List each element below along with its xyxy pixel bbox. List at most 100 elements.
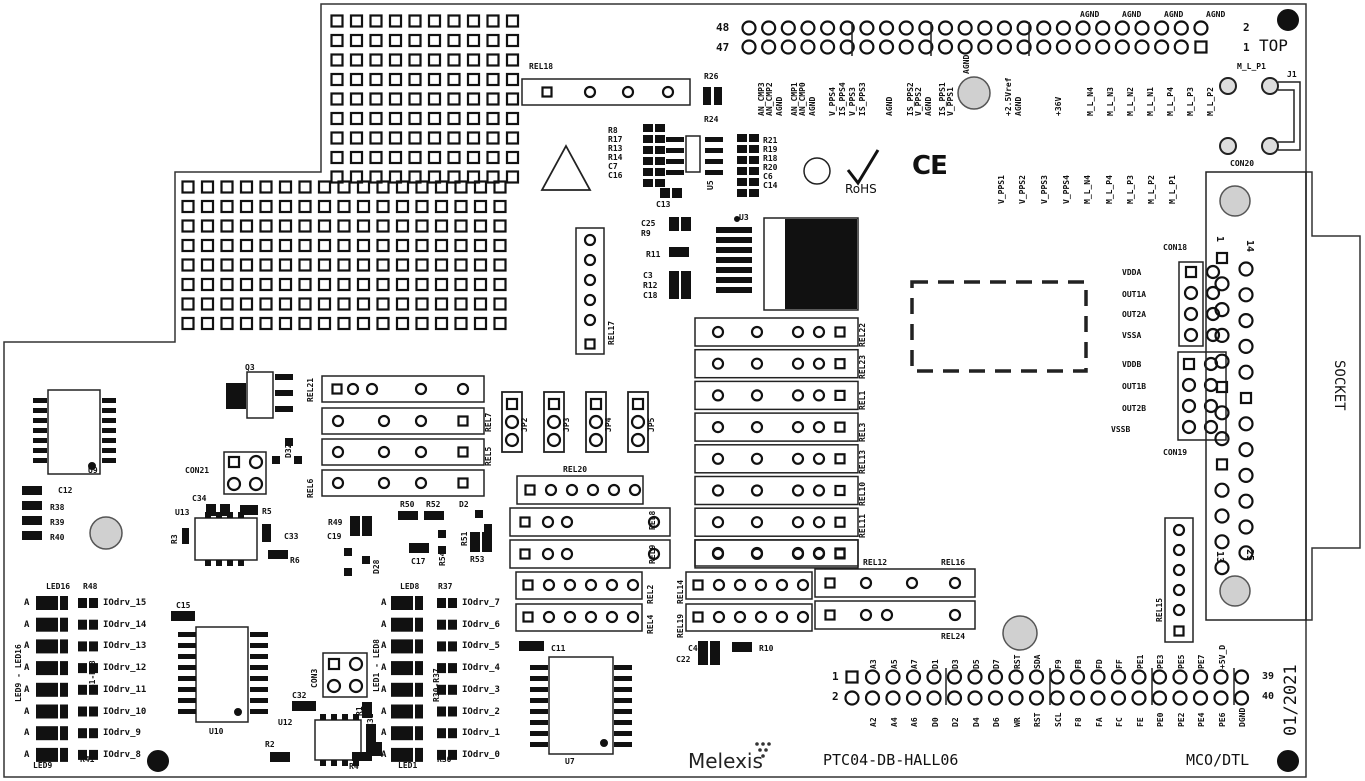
proto-pad [486,131,500,145]
part-label: R13 [608,144,623,153]
top-header-pin-label: AGND [808,96,817,116]
through-hole-pad [812,516,826,529]
smd-pad [250,687,268,692]
smd-pad [716,247,752,253]
part-label: CON21 [185,466,210,475]
part-label: D32 [284,443,293,458]
agnd-top-label: AGND [1164,10,1184,19]
esd-warning-icon [540,144,592,191]
through-hole-pad [544,483,558,497]
silk-shape [1261,137,1279,155]
through-hole-pad [791,421,805,434]
through-hole-pad [796,610,810,624]
through-hole-pad [1154,20,1170,36]
part-label: R18 [763,154,778,163]
smd-pad [749,145,759,153]
smd-pad [102,438,116,443]
through-hole-pad [1183,306,1199,322]
square-pad [845,670,859,684]
smd-pad [655,157,665,165]
through-hole-pad [1173,20,1189,36]
silk-shape [685,135,701,173]
through-hole-pad [761,20,777,36]
bottom-row-number-2: 2 [832,690,839,703]
through-hole-pad [1134,39,1150,55]
smd-pad [250,632,268,637]
through-hole-pad [859,20,875,36]
resistor-pad [437,641,446,652]
proto-pad [330,131,344,145]
proto-pad [376,238,390,253]
proto-pad [447,14,461,28]
part-label: U12 [278,718,293,727]
silk-shape [694,380,859,411]
top-header-pin-label: M_L_N2 [1126,87,1135,116]
smd-pad [22,486,42,495]
proto-pad [486,33,500,48]
proto-pad [388,150,403,165]
through-hole-pad [647,515,661,529]
through-hole-pad [1154,39,1170,55]
smd-pad [530,698,548,703]
proto-pad [330,14,344,28]
proto-pad [466,53,481,67]
through-hole-pad [1049,669,1065,685]
proto-pad [473,199,488,214]
top-header-pin-label: +36V [1054,96,1063,116]
through-hole-pad [542,610,556,624]
resistor-pad [78,598,87,608]
proto-pad [486,170,500,184]
socket-pin-1: 1 [1214,236,1225,243]
bottom-header-top-label: PE3 [1156,654,1165,669]
proto-pad [278,199,293,214]
smd-pad [655,146,665,154]
through-hole-pad [1069,690,1086,706]
proto-pad [317,238,332,253]
smd-pad [737,178,747,186]
resistor-pad [437,706,446,717]
led-anode-label: A [381,706,387,717]
relay-label-rel4: REL4 [646,614,655,634]
mounting-hole [1219,575,1251,607]
proto-pad [395,238,410,253]
silk-shape [321,469,485,497]
through-hole-pad [377,476,391,490]
through-hole-pad [937,20,954,36]
silk-shape [246,371,274,419]
through-hole-pad [775,610,789,624]
proto-pad [408,150,422,165]
fiducial-dot [600,739,608,747]
through-hole-pad [1036,39,1052,55]
resistor-pad [448,749,457,760]
through-hole-pad [1214,482,1230,498]
proto-pad [466,72,481,87]
smd-pad [268,550,288,559]
through-hole-pad [812,389,826,402]
through-hole-pad [1238,493,1254,509]
socket-outline [1306,171,1361,621]
proto-pad [493,219,507,233]
con18-pin-label: OUT1A [1122,290,1147,299]
led-signal-label: IOdrv_0 [462,749,500,760]
proto-pad [200,297,215,311]
silk-shape [685,571,813,600]
relay-label-rel18: REL18 [529,62,554,71]
through-hole-pad [750,516,764,529]
proto-pad [447,72,461,87]
proto-pad [349,131,364,145]
through-hole-pad [905,669,922,685]
relay-label-rel8: REL8 [648,510,657,530]
through-hole-pad [661,85,675,99]
led-pad [60,661,68,676]
top-header-pin-label: V_PPS1 [946,87,955,116]
con19-pin-label: VDDB [1122,360,1142,369]
part-label: C17 [411,557,426,566]
proto-pad [454,238,468,253]
through-hole-pad [1016,20,1032,36]
smd-pad [716,227,752,233]
through-hole-pad [780,20,796,36]
through-hole-pad [791,484,805,497]
proto-pad [434,180,449,194]
through-hole-pad [1214,302,1230,318]
smd-pad [643,157,653,165]
